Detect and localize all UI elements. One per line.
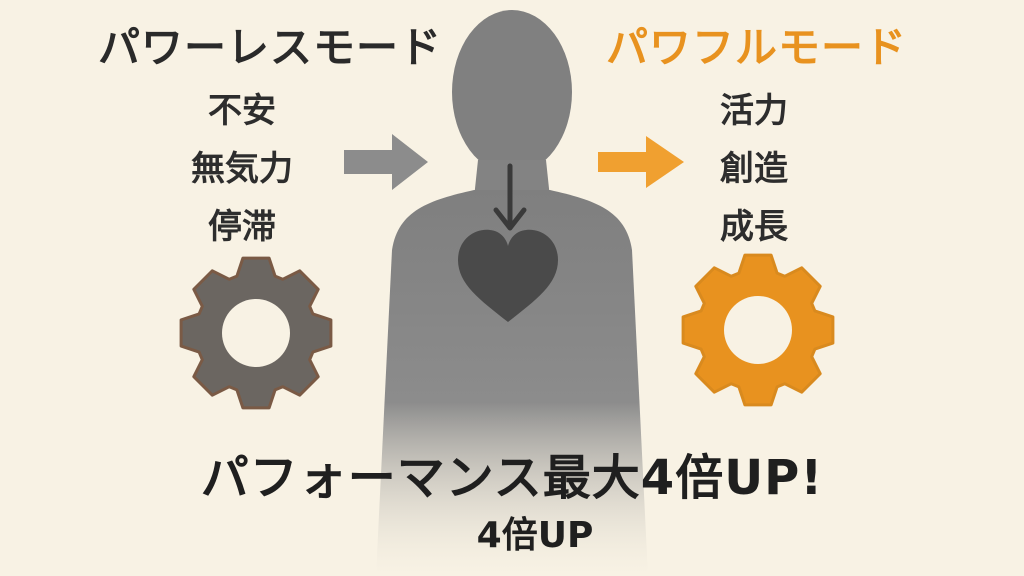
powerful-word: 創造 [720,149,788,189]
powerful-word: 成長 [720,207,788,247]
arrow-down-icon [493,163,527,231]
powerful-word: 活力 [720,91,788,131]
performance-subline: 4倍UP [476,515,594,556]
performance-headline: パフォーマンス最大4倍UP! [200,450,824,506]
powerful-word-list: 活力 創造 成長 [692,82,816,256]
person-silhouette-icon [376,10,648,576]
powerless-word: 無気力 [191,149,293,189]
powerless-word-list: 不安 無気力 停滞 [180,82,304,256]
arrow-right-icon [598,136,684,188]
heart-icon [458,229,558,322]
gear-hole [724,296,792,364]
arrow-right-icon [344,134,428,190]
powerless-mode-title: パワーレスモード [98,23,443,72]
gear-hole [222,299,290,367]
powerless-word: 停滞 [208,207,276,247]
gear-icon [179,256,333,410]
powerful-mode-title: パワフルモード [606,23,908,72]
gear-icon [681,253,835,407]
powerless-word: 不安 [208,91,276,131]
